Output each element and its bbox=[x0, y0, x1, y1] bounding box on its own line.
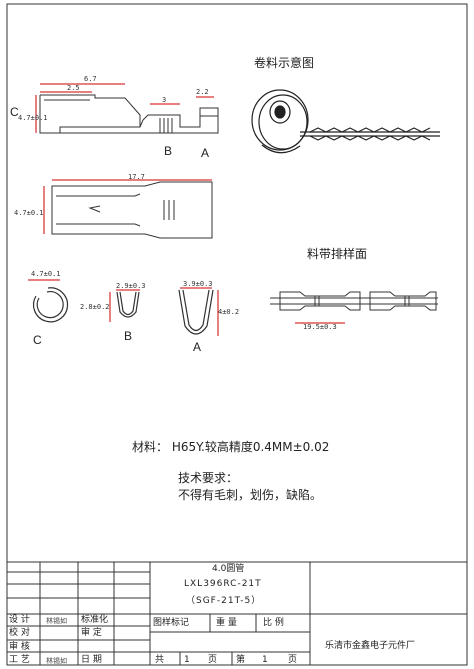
pattern-mark: 图样标记 bbox=[153, 618, 190, 628]
terminal-side-view bbox=[39, 94, 219, 134]
section-c bbox=[32, 287, 69, 323]
tech-req-body: 不得有毛刺，划伤，缺陷。 bbox=[178, 488, 323, 502]
title-block-grid bbox=[7, 561, 467, 665]
row-design: 设 计 bbox=[9, 615, 30, 625]
section-a bbox=[178, 289, 214, 335]
label-c-section: C bbox=[33, 333, 42, 347]
dim-4-7-side: 4.7±0.1 bbox=[18, 114, 48, 122]
material-note: 材料： H65Y.较高精度0.4MM±0.02 bbox=[132, 440, 330, 454]
sheet-number: 1 bbox=[262, 655, 268, 665]
part-number: LXL396RC-21T bbox=[184, 579, 262, 589]
company-name: 乐清市金鑫电子元件厂 bbox=[325, 641, 416, 651]
signer-design: 林锡如 bbox=[46, 617, 67, 625]
sheet-label: 第 bbox=[236, 655, 246, 665]
dim-2-9: 2.9±0.3 bbox=[116, 282, 146, 290]
tech-req-title: 技术要求： bbox=[178, 471, 239, 485]
row-check: 校 对 bbox=[9, 628, 30, 638]
total-unit: 页 bbox=[208, 655, 218, 665]
total-count: 1 bbox=[184, 655, 190, 665]
reel-illustration bbox=[251, 89, 440, 154]
label-c-side: C bbox=[10, 105, 19, 119]
signer-process: 林锡如 bbox=[46, 657, 67, 665]
label-a: A bbox=[201, 146, 210, 160]
strip-title: 料带排样面 bbox=[307, 247, 368, 261]
dim-3: 3 bbox=[162, 96, 167, 104]
dim-6-7: 6.7 bbox=[84, 75, 97, 83]
dim-17-7: 17.7 bbox=[128, 173, 145, 181]
label-b-section: B bbox=[124, 329, 133, 343]
dim-strip-pitch: 19.5±0.3 bbox=[303, 323, 337, 331]
row-date: 日 期 bbox=[81, 655, 102, 665]
dim-4-7-top: 4.7±0.1 bbox=[14, 209, 44, 217]
top-dimension-lines bbox=[43, 179, 212, 234]
dim-2-2: 2.2 bbox=[196, 88, 209, 96]
sheet-border bbox=[6, 3, 468, 666]
dim-2-5: 2.5 bbox=[67, 84, 80, 92]
total-label: 共 bbox=[155, 655, 165, 665]
weight-label: 重 量 bbox=[216, 618, 237, 628]
part-name: 4.0圆管 bbox=[212, 564, 245, 574]
strip-layout bbox=[270, 291, 438, 311]
row-review: 审 核 bbox=[9, 642, 30, 652]
sheet-unit: 页 bbox=[288, 655, 298, 665]
alt-part-number: （SGF-21T-5） bbox=[186, 596, 262, 606]
scale-label: 比 例 bbox=[263, 618, 284, 628]
dim-3-9: 3.9±0.3 bbox=[183, 280, 213, 288]
row-process: 工 艺 bbox=[9, 655, 30, 665]
dim-2-8: 2.8±0.2 bbox=[80, 303, 110, 311]
label-b: B bbox=[164, 144, 173, 158]
side-dimension-lines bbox=[35, 83, 214, 133]
row-audit: 审 定 bbox=[81, 628, 102, 638]
row-standard: 标准化 bbox=[81, 615, 109, 625]
section-b bbox=[116, 291, 140, 318]
reel-title: 卷料示意图 bbox=[254, 56, 315, 70]
dim-4-7-c: 4.7±0.1 bbox=[31, 270, 61, 278]
terminal-top-view bbox=[51, 181, 213, 239]
dim-a-height: 4±0.2 bbox=[218, 308, 240, 316]
label-a-section: A bbox=[193, 340, 202, 354]
